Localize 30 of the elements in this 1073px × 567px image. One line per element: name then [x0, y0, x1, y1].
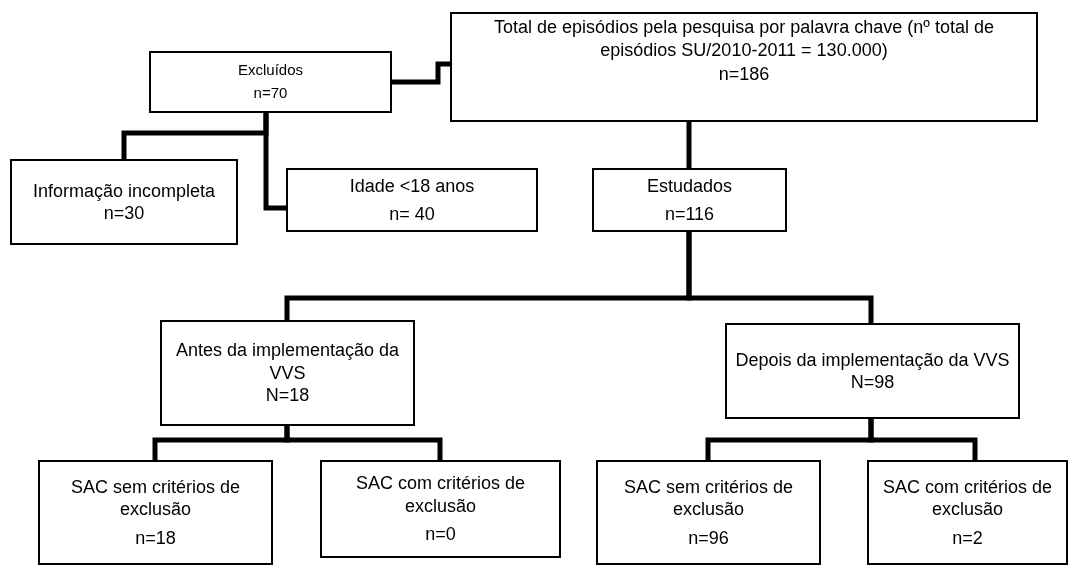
process-box [38, 460, 273, 565]
box-text: Estudados [646, 174, 733, 197]
process-box [149, 51, 392, 113]
box-text: n=2 [952, 526, 983, 550]
box-text: n=0 [425, 523, 456, 546]
box-text: Excluídos [237, 61, 303, 80]
process-box [160, 320, 415, 426]
process-box [10, 159, 238, 245]
box-text: N=98 [850, 371, 895, 394]
box-text: N=18 [265, 384, 310, 407]
box-text: n=116 [664, 203, 715, 226]
box-text: SAC com critérios de exclusão [354, 472, 527, 518]
process-box [725, 323, 1020, 419]
process-box [286, 168, 538, 232]
box-text: Idade <18 anos [349, 174, 475, 197]
box-text: n=186 [718, 63, 770, 86]
box-text: Informação incompleta [32, 179, 216, 202]
box-text: n= 40 [389, 203, 435, 226]
box-text: Antes da implementação da VVS [174, 339, 401, 385]
box-text: n=30 [103, 202, 145, 225]
process-box [450, 12, 1038, 122]
box-text: n=70 [253, 84, 288, 103]
box-text: Depois da implementação da VVS [735, 348, 1010, 371]
box-text: Total de episódios pela pesquisa por palavra chave (nº total de episódios SU/2010-2011 = 130.000) [493, 16, 995, 61]
process-box [596, 460, 821, 565]
process-box [592, 168, 787, 232]
box-text: n=18 [135, 526, 176, 550]
process-box [867, 460, 1068, 565]
box-text: n=96 [688, 526, 729, 550]
process-box [320, 460, 561, 558]
